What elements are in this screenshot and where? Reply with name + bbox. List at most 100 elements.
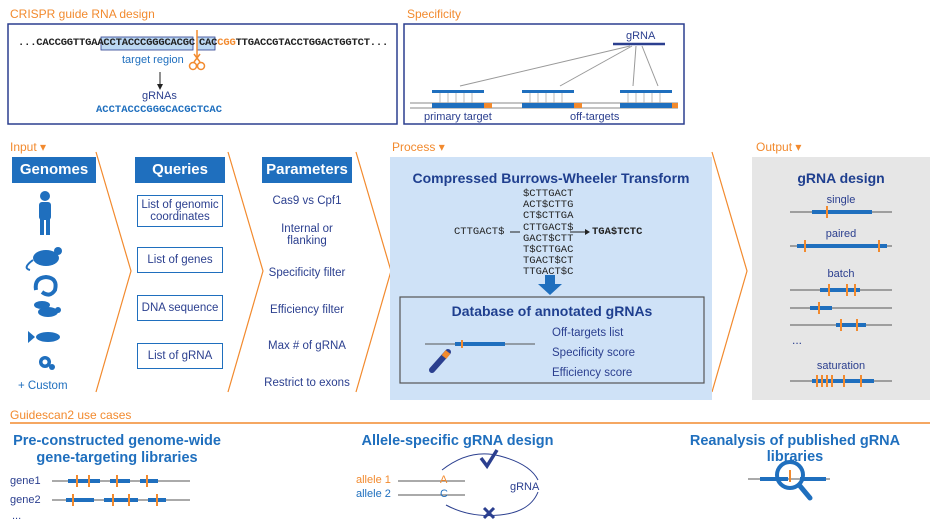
param-item[interactable]: Restrict to exons xyxy=(264,377,350,389)
design-label: CRISPR guide RNA design xyxy=(10,7,155,21)
queries-header: Queries xyxy=(135,157,225,183)
bwt-row: GACT$CTT xyxy=(523,232,574,245)
bwt-row: T$CTTGAC xyxy=(523,244,574,257)
bwt-row: TGACT$CT xyxy=(523,255,574,268)
grna-sequence: ACCTACCCGGGCACGCTCAC xyxy=(96,104,223,116)
design-box xyxy=(7,23,398,125)
allele1-label: allele 1 xyxy=(356,474,391,486)
allele2-label: allele 2 xyxy=(356,488,391,500)
db-grna-graphic xyxy=(425,340,535,348)
input-triangle-icon: ▾ xyxy=(40,140,47,154)
case1-title: Pre-constructed genome-wide gene-targeti… xyxy=(13,433,221,466)
param-item[interactable]: Efficiency filter xyxy=(270,304,344,316)
process-down-arrow xyxy=(538,275,562,295)
specificity-label: Specificity xyxy=(407,7,462,21)
human-icon xyxy=(39,191,51,235)
output-saturation-label: saturation xyxy=(816,360,866,372)
db-item: Efficiency score xyxy=(552,367,633,379)
seq-suffix: TTGACCGTACCTGGACTGGTCT... xyxy=(235,37,389,49)
query-item[interactable]: DNA sequence xyxy=(137,295,223,321)
db-item: Specificity score xyxy=(552,347,636,359)
spec-grna-label: gRNA xyxy=(626,30,656,42)
grnas-label: gRNAs xyxy=(142,90,177,102)
seq-prefix: ...CACCGGTTGA xyxy=(18,37,98,49)
bwt-row: $CTTGACT xyxy=(523,188,574,200)
fish-icon xyxy=(28,331,60,343)
chevron-genomes xyxy=(95,151,132,393)
bwt-row: CT$CTTGA xyxy=(523,210,574,223)
genomes-header: Genomes xyxy=(12,157,96,183)
db-title: Database of annotated gRNAs xyxy=(451,303,653,319)
param-item[interactable]: Specificity filter xyxy=(268,267,346,279)
output-step-label: Output xyxy=(756,140,793,154)
param-item[interactable]: Cas9 vs Cpf1 xyxy=(272,195,342,207)
case2-title: Allele-specific gRNA design xyxy=(361,433,554,449)
spec-lines xyxy=(459,45,659,87)
gene1-label: gene1 xyxy=(10,475,41,487)
allele2-base: C xyxy=(440,488,448,500)
db-item: Off-targets list xyxy=(552,327,624,339)
query-item[interactable]: List of genes xyxy=(137,247,223,273)
worm-icon xyxy=(33,274,58,297)
gene-more: ... xyxy=(12,510,22,522)
target-highlight xyxy=(100,36,194,51)
primary-target-label: primary target xyxy=(424,111,492,123)
allele1-base: A xyxy=(440,474,448,486)
param-item[interactable]: Max # of gRNA xyxy=(268,340,346,352)
output-title: gRNA design xyxy=(797,170,885,186)
process-step-label: Process xyxy=(392,140,436,154)
specificity-box xyxy=(403,23,685,125)
chevron-queries xyxy=(227,151,264,393)
allele-graphic xyxy=(398,453,539,516)
bwt-output: TGA$TCTC xyxy=(592,226,643,238)
seq-cut: CAC xyxy=(198,37,218,49)
yeast-icon xyxy=(39,356,55,370)
output-saturation xyxy=(790,375,892,387)
off-targets-label: off-targets xyxy=(570,111,620,123)
process-triangle-icon: ▾ xyxy=(438,140,445,154)
process-step: Process ▾ xyxy=(392,140,445,154)
output-triangle-icon: ▾ xyxy=(795,140,802,154)
query-item[interactable]: List of genomic coordinates xyxy=(137,195,223,227)
target-region-label: target region xyxy=(122,54,184,66)
output-single-label: single xyxy=(826,194,856,206)
input-step-label: Input xyxy=(10,140,37,154)
output-batch-label: batch xyxy=(827,268,855,280)
gene2-graphic xyxy=(52,494,190,506)
mouse-icon xyxy=(25,247,62,271)
gene1-graphic xyxy=(52,475,190,487)
fly-icon xyxy=(34,301,61,317)
output-batch xyxy=(790,284,892,331)
dna-ticks xyxy=(439,93,661,103)
db-box xyxy=(399,296,705,384)
bwt-row: TTGACT$C xyxy=(523,266,574,279)
custom-genome[interactable]: + Custom xyxy=(18,380,68,392)
bwt-arrowhead xyxy=(585,229,590,235)
dna-strand-spec xyxy=(410,90,678,109)
use-cases-label: Guidescan2 use cases xyxy=(10,408,132,422)
output-paired-label: paired xyxy=(825,228,857,240)
bwt-matrix: $CTTGACT ACT$CTTG CT$CTTGA CTTGACT$ GACT… xyxy=(523,188,574,279)
magnifier-icon xyxy=(748,460,830,501)
output-paired xyxy=(790,240,892,252)
scissors-icon xyxy=(188,53,206,71)
input-step: Input ▾ xyxy=(10,140,46,154)
bwt-row: CTTGACT$ xyxy=(523,221,574,234)
cross-icon xyxy=(482,506,496,520)
parameters-header: Parameters xyxy=(262,157,352,183)
query-item[interactable]: List of gRNA xyxy=(137,343,223,369)
process-title: Compressed Burrows-Wheeler Transform xyxy=(412,170,690,186)
seq-pam: CGG xyxy=(217,37,236,49)
bwt-input: CTTGACT$ xyxy=(454,226,505,238)
seq-target: ACCTACCCGGGCACGC xyxy=(97,37,195,49)
allele-grna-label: gRNA xyxy=(510,481,540,493)
chevron-process xyxy=(711,151,748,393)
param-item[interactable]: Internal or flanking xyxy=(281,223,333,247)
output-bg xyxy=(752,157,930,400)
output-step: Output ▾ xyxy=(756,140,801,154)
gene2-label: gene2 xyxy=(10,494,41,506)
check-icon xyxy=(479,449,499,470)
pencil-icon xyxy=(429,349,451,373)
